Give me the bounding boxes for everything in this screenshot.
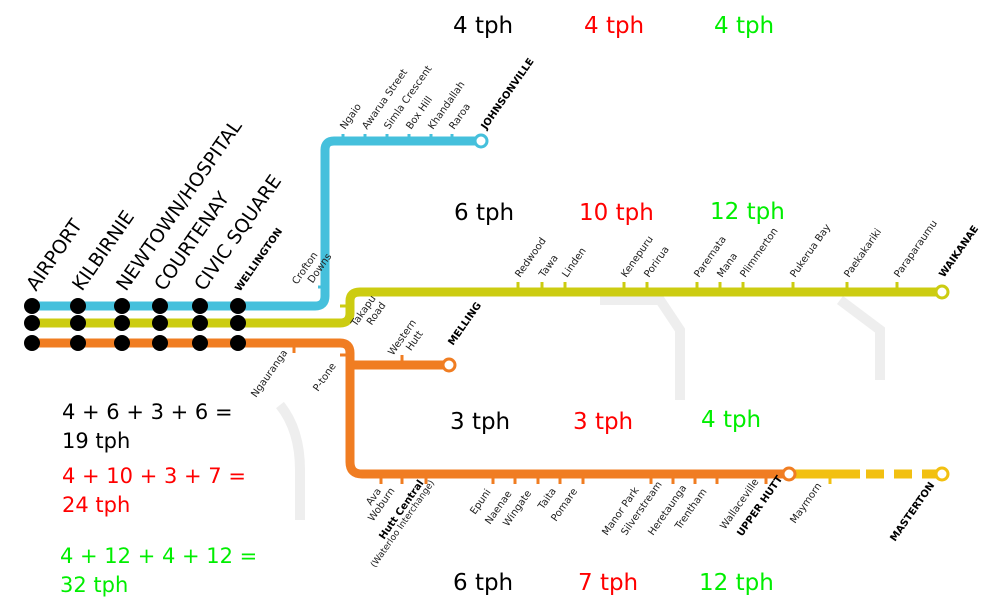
tph-kapiti-red: 10 tph bbox=[579, 200, 654, 226]
tph-hutt-red: 7 tph bbox=[578, 570, 639, 596]
upper-hutt-marker bbox=[781, 466, 797, 482]
label-ngaio: Ngaio bbox=[338, 102, 364, 132]
sum-black: 4 + 6 + 3 + 6 = 19 tph bbox=[62, 400, 233, 453]
tph-melling-red: 3 tph bbox=[573, 409, 634, 435]
tph-johnsonville-green: 4 tph bbox=[714, 13, 775, 39]
label-takapu: TakapuRoad bbox=[349, 294, 389, 337]
hutt-ticks bbox=[379, 474, 768, 484]
melling-terminus-marker bbox=[441, 357, 457, 373]
tph-melling-black: 3 tph bbox=[450, 409, 511, 435]
label-maymorn: Maymorn bbox=[788, 481, 824, 526]
label-petone: P-tone bbox=[311, 361, 338, 393]
background-traces bbox=[276, 295, 885, 520]
label-ngauranga: Ngauranga bbox=[249, 348, 290, 400]
masterton-terminus-marker bbox=[934, 466, 950, 482]
tph-hutt-green: 12 tph bbox=[699, 570, 774, 596]
tph-melling-green: 4 tph bbox=[701, 407, 762, 433]
kapiti-ticks bbox=[340, 282, 899, 308]
tph-kapiti-black: 6 tph bbox=[454, 200, 515, 226]
johnsonville-terminus-marker bbox=[473, 133, 489, 149]
sum-red: 4 + 10 + 3 + 7 = 24 tph bbox=[62, 464, 246, 517]
tph-johnsonville-black: 4 tph bbox=[453, 13, 514, 39]
tph-johnsonville-red: 4 tph bbox=[584, 13, 645, 39]
label-waikanae: WAIKANAE bbox=[937, 224, 981, 280]
johnsonville-line bbox=[30, 136, 481, 311]
tph-hutt-black: 6 tph bbox=[453, 570, 514, 596]
label-mana: Mana bbox=[715, 251, 740, 280]
label-plimmerton: Plimmerton bbox=[738, 226, 780, 280]
label-paraparaumu: Paraparaumu bbox=[892, 218, 939, 279]
label-pukerua: Pukerua Bay bbox=[788, 222, 833, 280]
trunk-stop-dots bbox=[24, 298, 246, 351]
label-paekakariki: Paekakariki bbox=[842, 227, 884, 280]
label-linden: Linden bbox=[560, 246, 588, 280]
melling-ticks bbox=[292, 343, 404, 365]
label-johnsonville: JOHNSONVILLE bbox=[479, 56, 537, 132]
tph-kapiti-green: 12 tph bbox=[710, 199, 785, 225]
sum-green: 4 + 12 + 4 + 12 = 32 tph bbox=[60, 544, 258, 597]
waikanae-terminus-marker bbox=[934, 284, 950, 300]
johnsonville-ticks bbox=[318, 134, 454, 289]
label-melling: MELLING bbox=[446, 301, 484, 348]
hutt-line bbox=[30, 338, 789, 479]
label-western-hutt: WesternHutt bbox=[386, 318, 428, 365]
label-masterton: MASTERTON bbox=[888, 480, 937, 543]
label-tawa: Tawa bbox=[537, 253, 561, 281]
